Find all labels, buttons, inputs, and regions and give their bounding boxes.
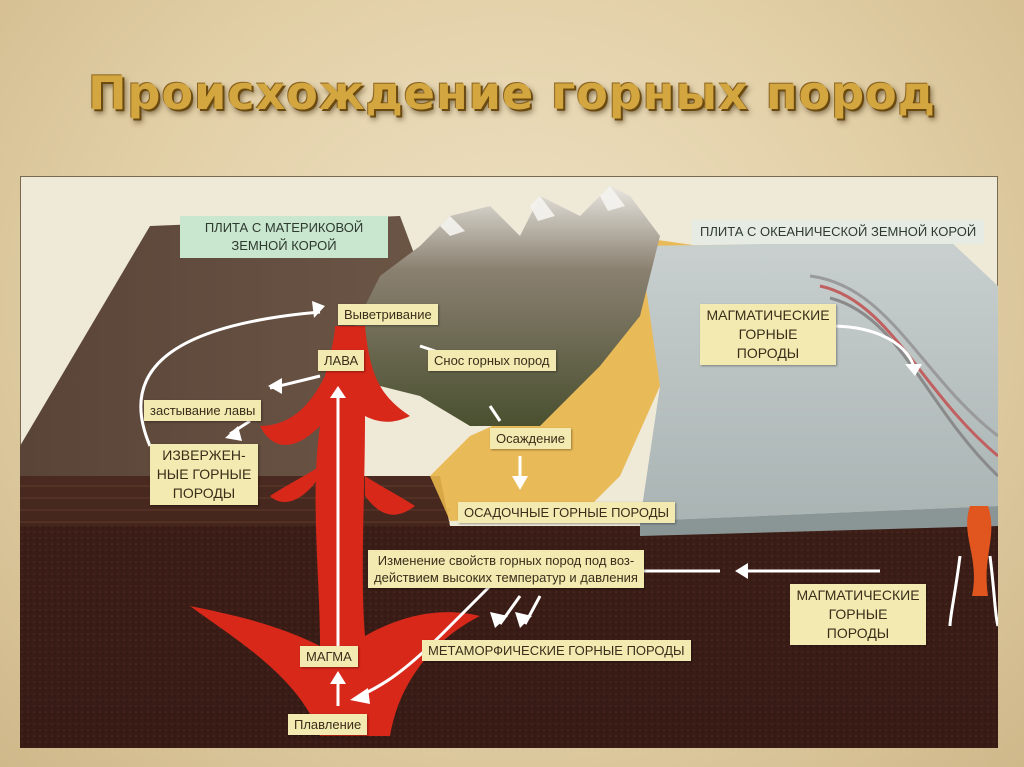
ocean-edge: [640, 506, 998, 536]
arrow-heads: [225, 301, 922, 704]
melting-label: Плавление: [288, 714, 368, 735]
page-title: Происхождение горных пород: [88, 66, 936, 120]
erosion-label: Снос горных пород: [428, 350, 556, 371]
magmatic-rocks-bottom-label: МАГМАТИЧЕСКИЕ ГОРНЫЕ ПОРОДЫ: [790, 584, 926, 645]
weathering-label: Выветривание: [338, 304, 438, 325]
rock-cycle-diagram: ПЛИТА С МАТЕРИКОВОЙ ЗЕМНОЙ КОРОЙ ПЛИТА С…: [20, 176, 998, 748]
mountains: [340, 186, 660, 426]
igneous-rocks-label: ИЗВЕРЖЕН-НЫЕ ГОРНЫЕ ПОРОДЫ: [150, 444, 258, 505]
lava-flow: [190, 326, 480, 736]
ocean: [640, 241, 998, 521]
lava-solidification-label: застывание лавы: [144, 400, 262, 421]
continental-plate-label: ПЛИТА С МАТЕРИКОВОЙ ЗЕМНОЙ КОРОЙ: [180, 216, 388, 258]
sedimentation-label: Осаждение: [490, 428, 572, 449]
magma-label: МАГМА: [300, 646, 358, 667]
snow-caps: [440, 186, 625, 236]
property-change-label: Изменение свойств горных пород под воз-д…: [368, 550, 644, 588]
magmatic-rocks-top-label: МАГМАТИЧЕСКИЕ ГОРНЫЕ ПОРОДЫ: [700, 304, 836, 365]
metamorphic-rocks-label: МЕТАМОРФИЧЕСКИЕ ГОРНЫЕ ПОРОДЫ: [422, 640, 691, 661]
sedimentary-rocks-label: ОСАДОЧНЫЕ ГОРНЫЕ ПОРОДЫ: [458, 502, 676, 523]
rock-cycle-illustration: [20, 176, 998, 748]
right-magma-plume: [967, 506, 992, 596]
lava-label: ЛАВА: [318, 350, 365, 371]
oceanic-plate-label: ПЛИТА С ОКЕАНИЧЕСКОЙ ЗЕМНОЙ КОРОЙ: [692, 220, 985, 244]
